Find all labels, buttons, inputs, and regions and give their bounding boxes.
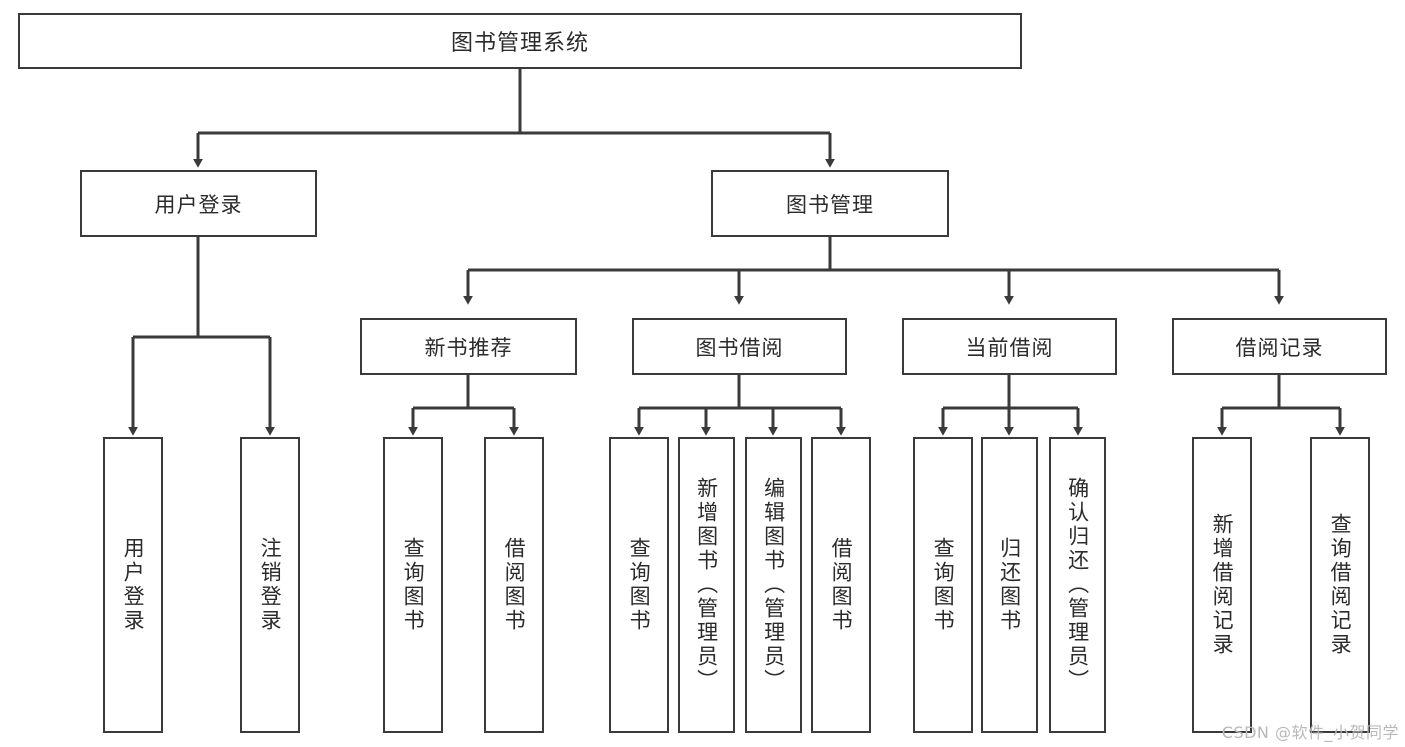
node-root-system[interactable]: 图书管理系统 bbox=[18, 13, 1022, 69]
leaf-currentborrow-confirm-return[interactable]: 确认归还（管理员） bbox=[1049, 437, 1106, 733]
leaf-currentborrow-return[interactable]: 归还图书 bbox=[981, 437, 1038, 733]
node-label: 借阅图书 bbox=[502, 537, 527, 633]
node-book-borrow[interactable]: 图书借阅 bbox=[632, 318, 847, 375]
edges-booksmgmt-to-level2 bbox=[463, 237, 1284, 305]
node-label: 当前借阅 bbox=[965, 335, 1054, 360]
node-label: 查询借阅记录 bbox=[1328, 513, 1353, 657]
leaf-bookborrow-query[interactable]: 查询图书 bbox=[609, 437, 669, 733]
node-label: 新增图书（管理员） bbox=[694, 477, 719, 693]
edges-borrowrecord-to-leaves bbox=[1217, 375, 1345, 436]
node-label: 图书管理 bbox=[786, 192, 874, 217]
node-user-login[interactable]: 用户登录 bbox=[80, 170, 317, 237]
node-label: 注销登录 bbox=[258, 537, 283, 633]
node-label: 查询图书 bbox=[931, 537, 956, 633]
node-label: 新增借阅记录 bbox=[1210, 513, 1235, 657]
leaf-currentborrow-query[interactable]: 查询图书 bbox=[913, 437, 973, 733]
leaf-newbook-query[interactable]: 查询图书 bbox=[383, 437, 443, 733]
leaf-bookborrow-add[interactable]: 新增图书（管理员） bbox=[678, 437, 735, 733]
node-label: 新书推荐 bbox=[424, 335, 513, 360]
node-label: 用户登录 bbox=[154, 192, 243, 217]
leaf-newbook-borrow[interactable]: 借阅图书 bbox=[484, 437, 544, 733]
node-label: 归还图书 bbox=[997, 537, 1022, 633]
edges-root-to-level1 bbox=[193, 69, 835, 168]
leaf-bookborrow-borrow[interactable]: 借阅图书 bbox=[811, 437, 871, 733]
edges-bookborrow-to-leaves bbox=[634, 375, 846, 436]
node-label: 图书管理系统 bbox=[450, 31, 589, 56]
node-borrow-record[interactable]: 借阅记录 bbox=[1172, 318, 1387, 375]
node-label: 用户登录 bbox=[121, 537, 146, 633]
leaf-borrowrecord-add[interactable]: 新增借阅记录 bbox=[1192, 437, 1252, 733]
node-label: 借阅记录 bbox=[1235, 335, 1324, 360]
node-label: 确认归还（管理员） bbox=[1065, 477, 1090, 693]
node-new-book-recommend[interactable]: 新书推荐 bbox=[360, 318, 577, 375]
watermark: CSDN @软件_小贺同学 bbox=[1221, 723, 1399, 742]
node-label: 借阅图书 bbox=[829, 537, 854, 633]
leaf-user-login-signin[interactable]: 用户登录 bbox=[103, 437, 163, 733]
node-label: 编辑图书（管理员） bbox=[761, 477, 786, 693]
node-current-borrow[interactable]: 当前借阅 bbox=[902, 318, 1117, 375]
node-label: 查询图书 bbox=[401, 537, 426, 633]
edges-currentborrow-to-leaves bbox=[938, 375, 1083, 436]
node-book-management[interactable]: 图书管理 bbox=[711, 170, 949, 237]
leaf-borrowrecord-query[interactable]: 查询借阅记录 bbox=[1310, 437, 1370, 733]
leaf-user-login-signout[interactable]: 注销登录 bbox=[240, 437, 300, 733]
node-label: 图书借阅 bbox=[695, 335, 784, 360]
leaf-bookborrow-edit[interactable]: 编辑图书（管理员） bbox=[745, 437, 802, 733]
node-label: 查询图书 bbox=[627, 537, 652, 633]
edges-userlogin-to-leaves bbox=[128, 237, 275, 436]
edges-newbook-to-leaves bbox=[408, 375, 519, 436]
